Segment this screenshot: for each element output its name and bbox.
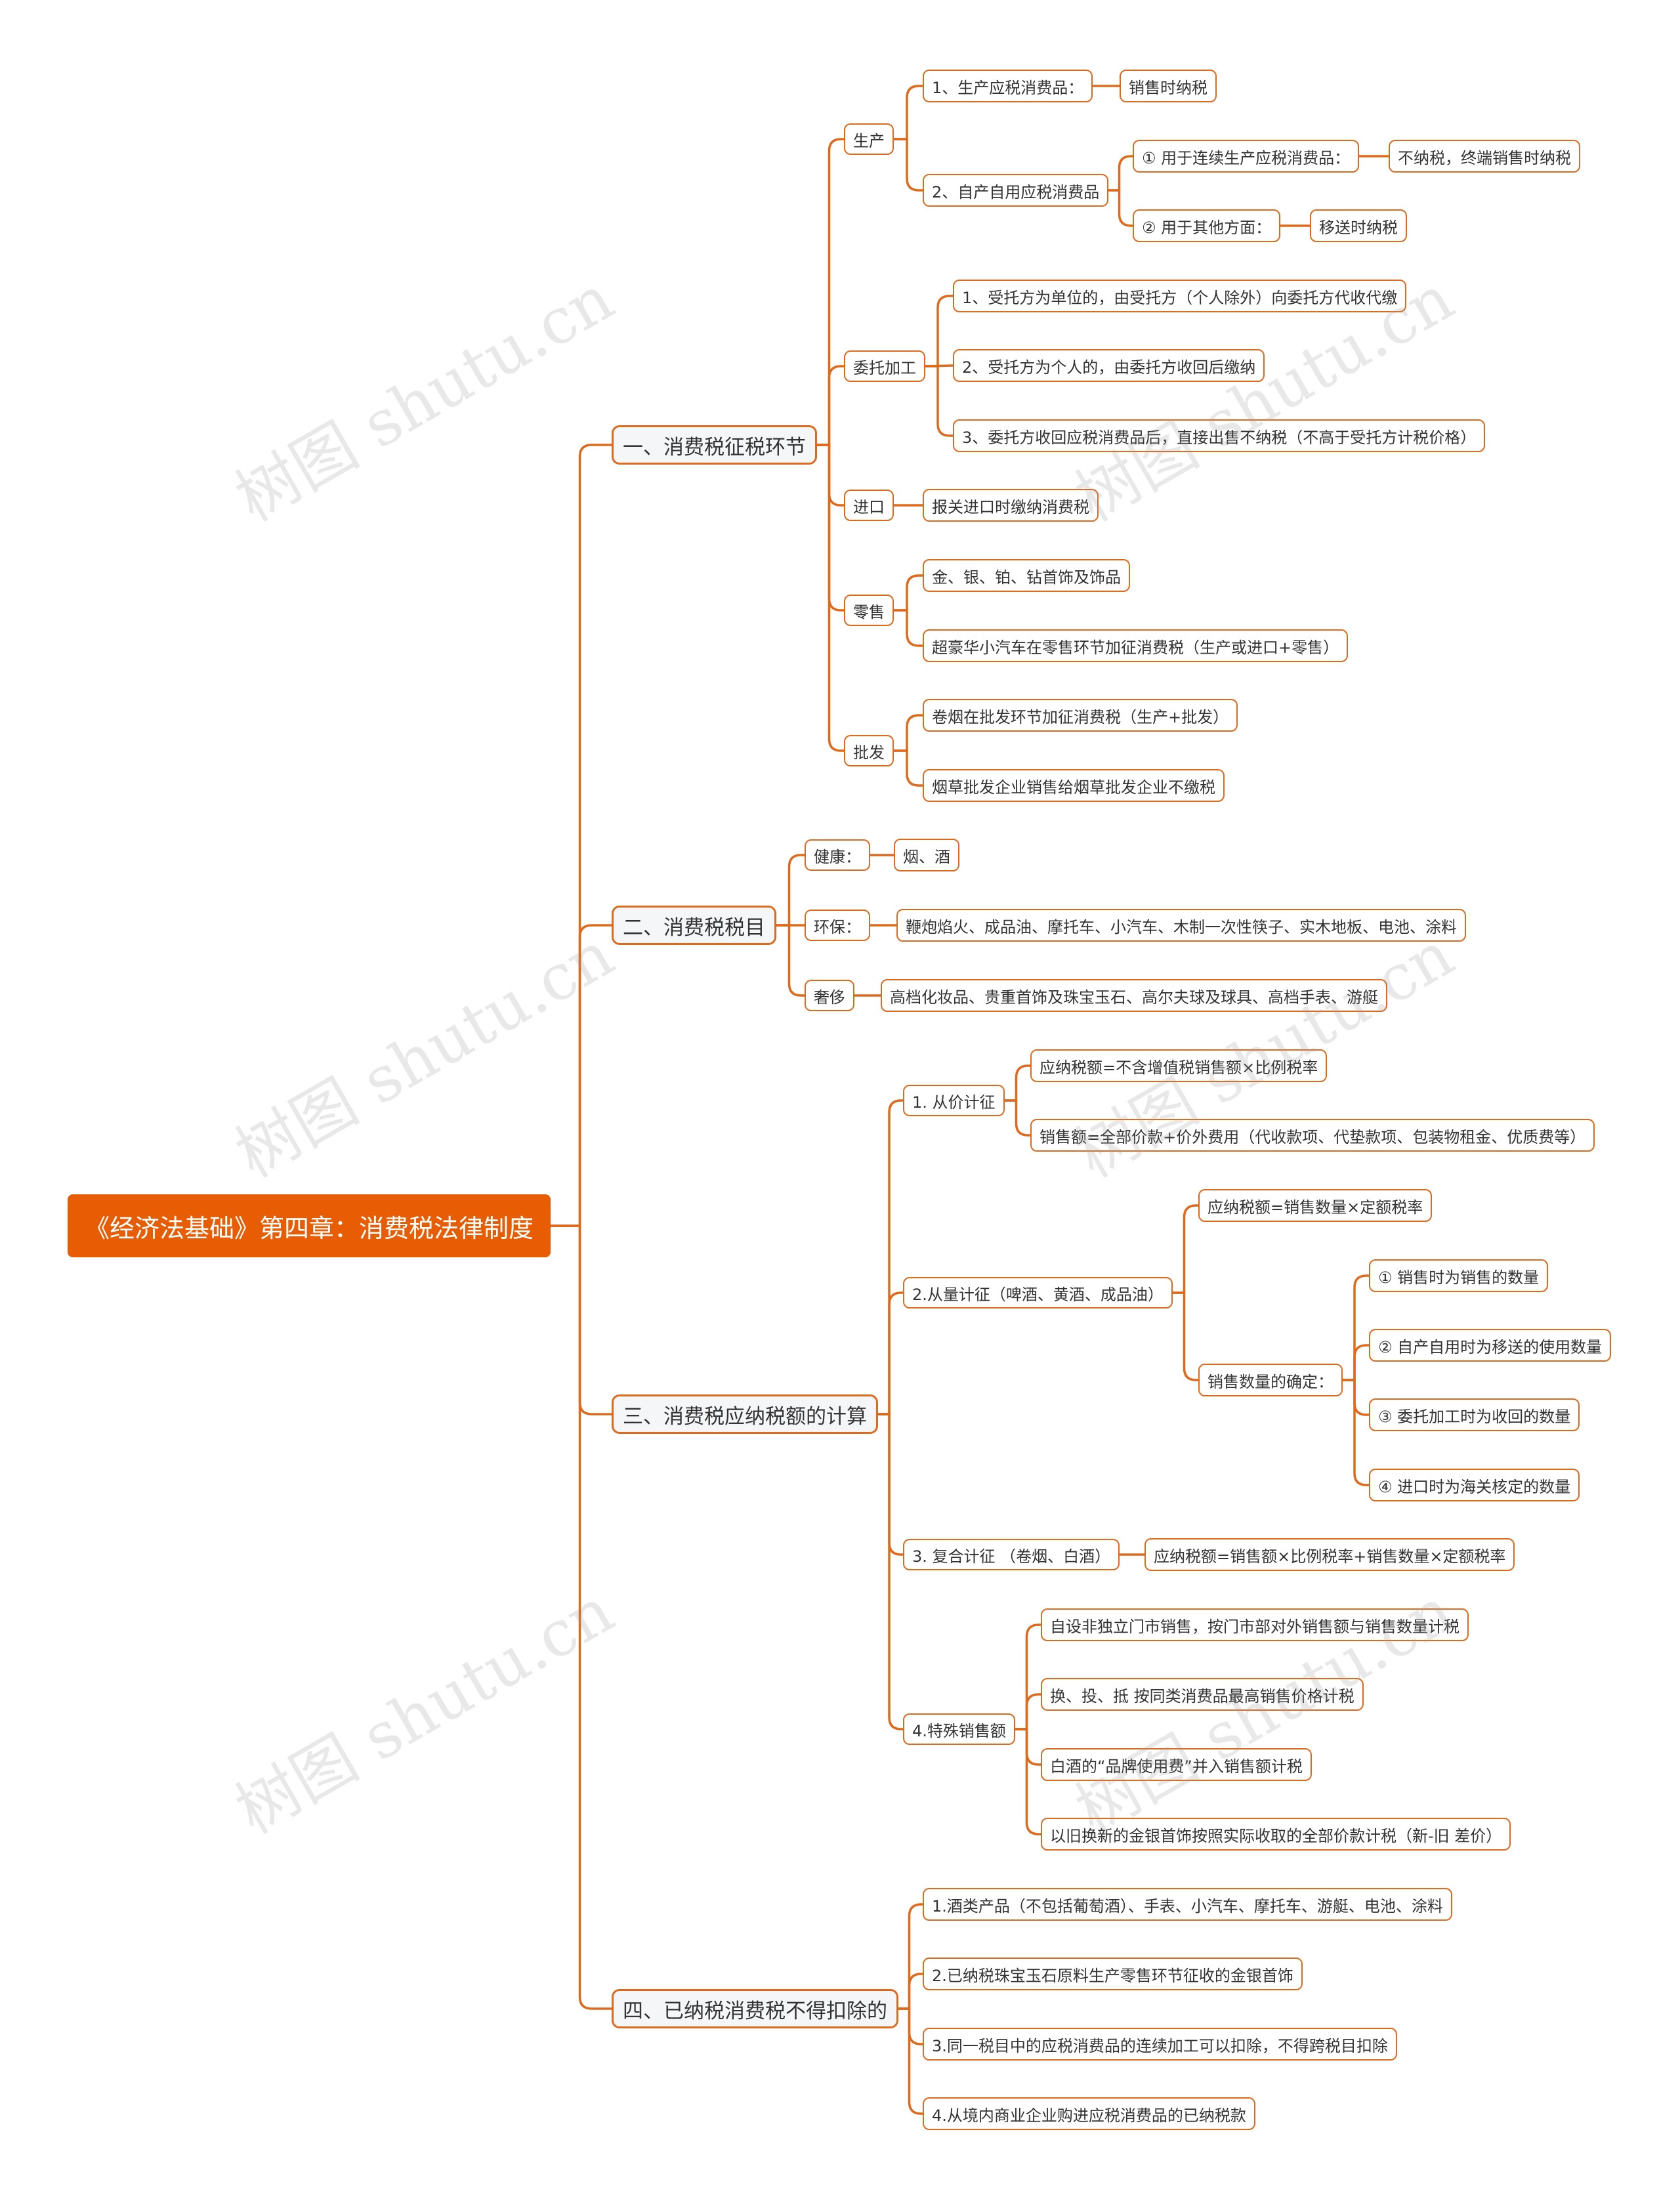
connector-line xyxy=(1108,189,1133,227)
sub-topic[interactable]: 进口 xyxy=(844,490,894,521)
connector-line xyxy=(817,365,844,446)
leaf-topic[interactable]: 应纳税额=不含增值税销售额×比例税率 xyxy=(1030,1049,1328,1082)
connector-line xyxy=(898,1973,923,2010)
connector-line xyxy=(878,1099,903,1415)
leaf-topic[interactable]: 2、自产自用应税消费品 xyxy=(923,174,1109,207)
connector-line xyxy=(898,2007,923,2115)
leaf-topic[interactable]: 应纳税额=销售数量×定额税率 xyxy=(1198,1189,1433,1222)
connector-line xyxy=(1173,1291,1198,1381)
connector-line xyxy=(894,85,923,140)
leaf-topic[interactable]: 销售时纳税 xyxy=(1120,70,1217,102)
leaf-topic[interactable]: 不纳税，终端销售时纳税 xyxy=(1389,140,1580,173)
connector-line xyxy=(551,1225,612,2010)
connector-line xyxy=(1343,1379,1369,1486)
connector-line xyxy=(776,854,805,927)
connector-line xyxy=(551,1225,612,1415)
sub-topic[interactable]: 1.酒类产品（不包括葡萄酒）、手表、小汽车、摩托车、游艇、电池、涂料 xyxy=(923,1888,1452,1921)
leaf-topic[interactable]: 烟、酒 xyxy=(894,839,959,871)
branch-topic[interactable]: 一、消费税征税环节 xyxy=(612,425,817,465)
connector-line xyxy=(894,574,923,612)
leaf-topic[interactable]: 高档化妆品、贵重首饰及珠宝玉石、高尔夫球及球具、高档手表、游艇 xyxy=(881,979,1387,1012)
connector-line xyxy=(925,365,953,437)
sub-topic[interactable]: 环保： xyxy=(805,910,870,941)
leaf-topic[interactable]: ② 用于其他方面： xyxy=(1133,209,1281,242)
sub-topic[interactable]: 奢侈 xyxy=(805,980,854,1011)
connector-line xyxy=(1343,1379,1369,1416)
connector-line xyxy=(1005,1064,1030,1102)
leaf-topic[interactable]: 3、委托方收回应税消费品后，直接出售不纳税（不高于受托方计税价格） xyxy=(953,419,1486,452)
leaf-topic[interactable]: 报关进口时缴纳消费税 xyxy=(923,489,1099,522)
leaf-topic[interactable]: 销售额=全部价款+价外费用（代收款项、代垫款项、包装物租金、优质费等） xyxy=(1030,1119,1595,1152)
connector-line xyxy=(894,609,923,647)
sub-topic[interactable]: 委托加工 xyxy=(844,350,925,382)
root-topic[interactable]: 《经济法基础》第四章：消费税法律制度 xyxy=(68,1194,551,1257)
connector-line xyxy=(1343,1274,1369,1381)
connector-line xyxy=(878,1413,903,1730)
sub-topic[interactable]: 零售 xyxy=(844,595,894,626)
connector-line xyxy=(551,924,612,1227)
sub-topic[interactable]: 3.同一税目中的应税消费品的连续加工可以扣除，不得跨税目扣除 xyxy=(923,2028,1397,2061)
connector-line xyxy=(1015,1728,1041,1766)
leaf-topic[interactable]: ④ 进口时为海关核定的数量 xyxy=(1369,1469,1580,1501)
connector-line xyxy=(878,1413,903,1556)
leaf-topic[interactable]: ③ 委托加工时为收回的数量 xyxy=(1369,1398,1580,1431)
sub-topic[interactable]: 2.从量计征（啤酒、黄酒、成品油） xyxy=(903,1277,1173,1309)
connector-line xyxy=(1108,155,1133,192)
sub-topic[interactable]: 1. 从价计征 xyxy=(903,1085,1005,1116)
connector-line xyxy=(1015,1693,1041,1730)
leaf-topic[interactable]: 以旧换新的金银首饰按照实际收取的全部价款计税（新-旧 差价） xyxy=(1041,1818,1511,1851)
sub-topic[interactable]: 3. 复合计征 （卷烟、白酒） xyxy=(903,1539,1120,1570)
sub-topic[interactable]: 4.特殊销售额 xyxy=(903,1713,1015,1745)
connector-line xyxy=(894,714,923,752)
leaf-topic[interactable]: 销售数量的确定： xyxy=(1198,1364,1343,1396)
connector-line xyxy=(817,138,844,446)
leaf-topic[interactable]: 烟草批发企业销售给烟草批发企业不缴税 xyxy=(923,769,1225,802)
branch-topic[interactable]: 三、消费税应纳税额的计算 xyxy=(612,1394,878,1434)
leaf-topic[interactable]: 金、银、铂、钻首饰及饰品 xyxy=(923,559,1130,592)
leaf-topic[interactable]: 白酒的“品牌使用费”并入销售额计税 xyxy=(1041,1748,1312,1781)
leaf-topic[interactable]: 超豪华小汽车在零售环节加征消费税（生产或进口+零售） xyxy=(923,629,1349,662)
connector-line xyxy=(817,444,844,507)
leaf-topic[interactable]: 卷烟在批发环节加征消费税（生产+批发） xyxy=(923,699,1238,732)
leaf-topic[interactable]: ① 销售时为销售的数量 xyxy=(1369,1259,1549,1292)
leaf-topic[interactable]: 自设非独立门市销售，按门市部对外销售额与销售数量计税 xyxy=(1041,1608,1469,1641)
sub-topic[interactable]: 批发 xyxy=(844,735,894,766)
sub-topic[interactable]: 2.已纳税珠宝玉石原料生产零售环节征收的金银首饰 xyxy=(923,1958,1303,1990)
leaf-topic[interactable]: ② 自产自用时为移送的使用数量 xyxy=(1369,1329,1612,1362)
connector-line xyxy=(898,1903,923,2010)
sub-topic[interactable]: 4.从境内商业企业购进应税消费品的已纳税款 xyxy=(923,2097,1255,2130)
leaf-topic[interactable]: 1、受托方为单位的，由受托方（个人除外）向委托方代收代缴 xyxy=(953,280,1407,312)
leaf-topic[interactable]: ① 用于连续生产应税消费品： xyxy=(1133,140,1360,173)
branch-topic[interactable]: 四、已纳税消费税不得扣除的 xyxy=(612,1989,898,2028)
connector-line xyxy=(817,444,844,752)
connector-line xyxy=(898,2007,923,2045)
connector-line xyxy=(776,924,805,997)
sub-topic[interactable]: 生产 xyxy=(844,123,894,155)
leaf-topic[interactable]: 移送时纳税 xyxy=(1310,209,1407,242)
leaf-topic[interactable]: 鞭炮焰火、成品油、摩托车、小汽车、木制一次性筷子、实木地板、电池、涂料 xyxy=(896,909,1466,942)
connector-line xyxy=(817,444,844,612)
connector-line xyxy=(1015,1623,1041,1730)
connector-line xyxy=(925,295,953,367)
leaf-topic[interactable]: 应纳税额=销售额×比例税率+销售数量×定额税率 xyxy=(1144,1538,1515,1571)
connector-line xyxy=(1343,1344,1369,1381)
connector-line xyxy=(1015,1728,1041,1835)
connector-line xyxy=(1173,1204,1198,1294)
leaf-topic[interactable]: 2、受托方为个人的，由委托方收回后缴纳 xyxy=(953,349,1265,382)
connector-line xyxy=(551,444,612,1227)
connector-line xyxy=(894,749,923,787)
connector-line xyxy=(878,1291,903,1415)
connector-line xyxy=(894,138,923,192)
leaf-topic[interactable]: 换、投、抵 按同类消费品最高销售价格计税 xyxy=(1041,1678,1364,1711)
sub-topic[interactable]: 健康： xyxy=(805,839,870,871)
leaf-topic[interactable]: 1、生产应税消费品： xyxy=(923,70,1093,102)
branch-topic[interactable]: 二、消费税税目 xyxy=(612,906,776,945)
connector-line xyxy=(1005,1099,1030,1137)
